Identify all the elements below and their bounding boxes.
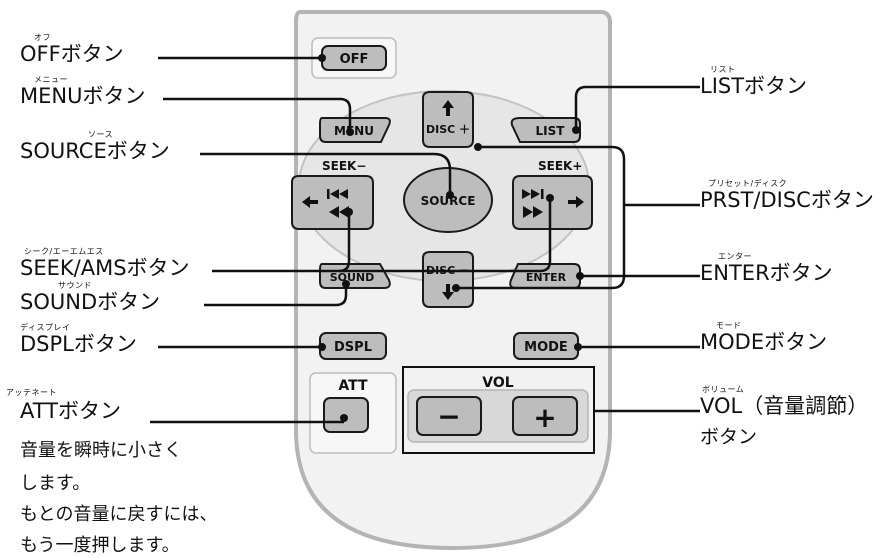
mode-callout-label: MODEボタン [700, 330, 828, 354]
fast-forward-icon [523, 206, 543, 218]
arrow-right-icon [568, 196, 584, 208]
leader-sound [204, 284, 348, 307]
menu-ruby: メニュー [34, 75, 68, 84]
arrow-left-icon [302, 196, 318, 208]
att-note-line-1: 音量を瞬時に小さく [20, 440, 182, 461]
disc-minus-button[interactable] [422, 251, 474, 308]
att-note-line-2: します。 [20, 473, 91, 494]
vol-label: VOL [482, 375, 513, 391]
leader-source [200, 152, 452, 195]
dspl-button-label: DSPL [334, 340, 372, 355]
seek-plus-button[interactable] [512, 175, 593, 230]
source-button[interactable] [403, 167, 493, 233]
off-button-label: OFF [340, 52, 369, 67]
list-callout-label: LISTボタン [700, 74, 808, 98]
enter-ruby: エンター [718, 252, 752, 261]
leader-menu [163, 97, 352, 132]
sound-callout-label: SOUNDボタン [20, 290, 161, 314]
source-ruby: ソース [88, 130, 114, 139]
arrow-up-icon [442, 100, 454, 116]
att-callout-label: ATTボタン [20, 399, 122, 423]
list-ruby: リスト [710, 65, 736, 74]
sound-ruby: サウンド [58, 281, 92, 290]
vol-minus-button[interactable] [416, 396, 482, 436]
att-note-line-3: もとの音量に戻すには、 [20, 504, 218, 525]
menu-button[interactable] [319, 117, 391, 143]
vol-callout-label: VOL（音量調節） [700, 394, 869, 418]
list-button[interactable] [510, 117, 581, 143]
enter-button-label: ENTER [526, 271, 567, 284]
seek-ruby: シーク/エーエムエス [24, 247, 104, 256]
dspl-ruby: ディスプレイ [20, 323, 71, 332]
arrow-down-icon [442, 284, 454, 300]
vol-callout-label-2: ボタン [700, 426, 758, 448]
prst-ruby: プリセット/ディスク [708, 179, 788, 188]
disc-plus-button[interactable] [422, 91, 474, 148]
enter-callout-label: ENTERボタン [700, 261, 833, 285]
leader-dots [318, 54, 584, 422]
sound-button-label: SOUND [330, 271, 375, 284]
source-callout-label: SOURCEボタン [20, 139, 170, 163]
vol-plus-label: + [533, 401, 556, 434]
next-track-icon [522, 189, 544, 199]
mode-ruby: モード [716, 321, 742, 330]
prst-callout-label: PRST/DISCボタン [700, 188, 874, 212]
seek-minus-button[interactable] [291, 175, 374, 230]
leader-list [574, 85, 700, 130]
leader-lines [150, 56, 700, 424]
vol-minus-label: − [437, 400, 460, 433]
source-button-label: SOURCE [421, 194, 476, 208]
dspl-callout-label: DSPLボタン [20, 332, 137, 356]
list-button-label: LIST [536, 124, 566, 138]
vol-ruby: ボリューム [702, 385, 745, 394]
att-ruby: アッテネート [6, 388, 57, 397]
seek-callout-label: SEEK/AMSボタン [20, 256, 190, 280]
prev-track-icon [327, 189, 348, 199]
att-note-line-4: もう一度押します。 [20, 535, 180, 556]
mode-button-label: MODE [524, 340, 568, 355]
seek-minus-label: SEEK− [322, 159, 366, 173]
off-callout-label: OFFボタン [20, 42, 124, 66]
off-ruby: オフ [34, 33, 51, 42]
disc-plus-label: DISC ＋ [426, 123, 470, 136]
menu-callout-label: MENUボタン [20, 84, 146, 108]
leader-prst [456, 145, 626, 290]
leader-seek-right [339, 198, 552, 273]
menu-button-label: MENU [334, 124, 374, 138]
vol-plus-button[interactable] [512, 396, 578, 436]
att-label: ATT [338, 378, 368, 394]
seek-plus-label: SEEK+ [538, 159, 582, 173]
